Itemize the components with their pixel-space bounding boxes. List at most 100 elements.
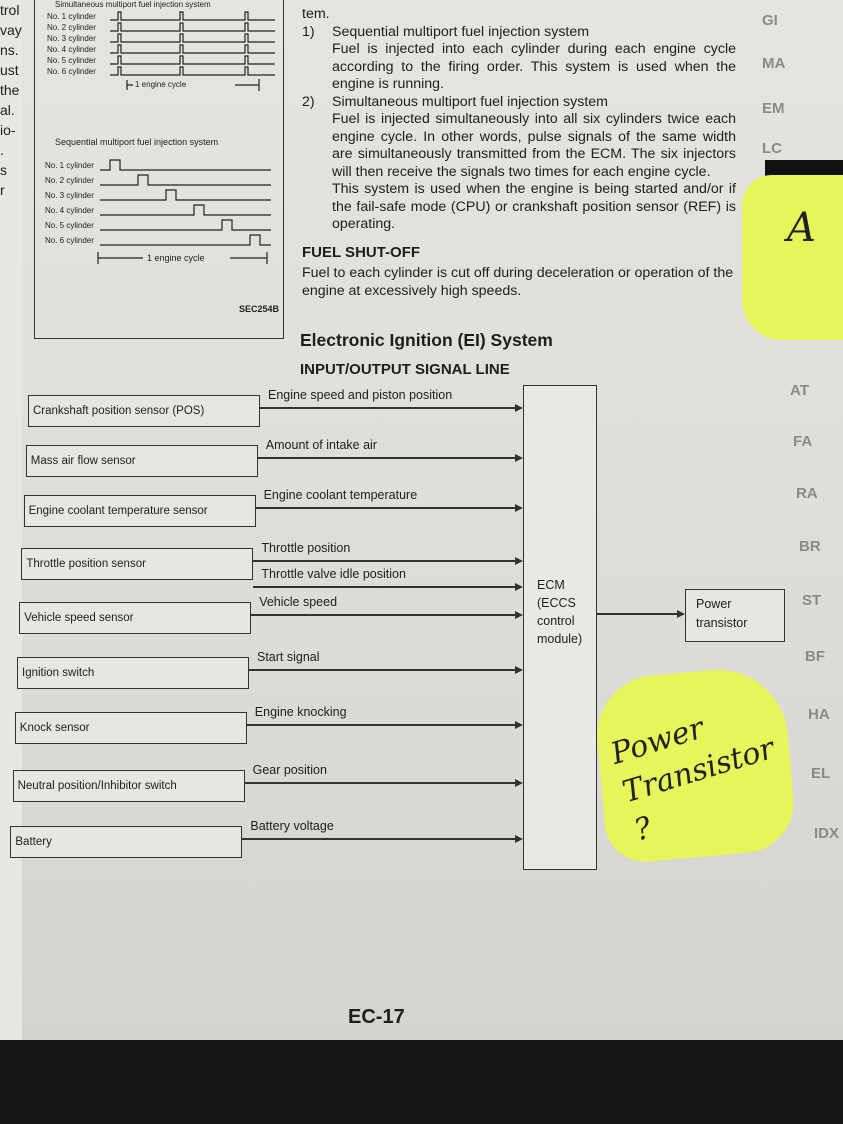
section-tab[interactable]: BF (805, 648, 825, 665)
cylinder-label: No. 5 cylinder (47, 56, 96, 65)
section-tab[interactable]: RA (796, 485, 818, 502)
item-number: 1) (302, 23, 315, 40)
item-body: Fuel is injected into each cylinder duri… (332, 41, 736, 92)
signal-label: Engine speed and piston position (268, 388, 453, 402)
signal-line (242, 838, 515, 840)
margin-fragment: the (0, 82, 20, 98)
margin-fragment: r (0, 182, 5, 198)
section-tab[interactable]: MA (762, 55, 786, 72)
signal-label: Start signal (257, 650, 320, 664)
handwritten-note: A (787, 205, 816, 251)
pulse-timing-diagram (97, 11, 275, 264)
cylinder-label: No. 4 cylinder (47, 45, 96, 54)
sensor-label: Mass air flow sensor (30, 455, 136, 467)
section-tab[interactable]: LC (762, 140, 782, 157)
margin-fragment: ns. (0, 42, 19, 58)
signal-line (253, 560, 515, 562)
cylinder-label: No. 1 cylinder (45, 161, 94, 170)
cylinder-label: No. 6 cylinder (47, 67, 96, 76)
arrow-icon (515, 583, 523, 591)
cylinder-label: No. 3 cylinder (45, 191, 94, 200)
item-number: 2) (302, 93, 315, 110)
section-heading: FUEL SHUT-OFF (302, 243, 421, 261)
sensor-label: Throttle position sensor (26, 558, 146, 570)
signal-line (260, 407, 515, 409)
sensor-box: Knock sensor (14, 712, 247, 744)
item-body: This system is used when the engine is b… (332, 181, 736, 232)
sensor-box: Engine coolant temperature sensor (23, 495, 256, 527)
section-tab[interactable]: HA (808, 706, 830, 723)
item-body: Fuel is injected simultaneously into all… (332, 111, 736, 180)
section-tab[interactable]: FA (793, 433, 813, 450)
sensor-label: Ignition switch (22, 667, 95, 679)
figure-code: SEC254B (238, 304, 279, 314)
sensor-box: Crankshaft position sensor (POS) (28, 395, 260, 427)
sticky-note-bottom: Power Transistor ? (592, 664, 798, 865)
power-transistor-box: Power transistor (685, 589, 785, 642)
signal-line (246, 724, 515, 726)
section-tab[interactable]: EL (811, 765, 831, 782)
signal-line (251, 614, 515, 616)
signal-label: Gear position (252, 763, 327, 777)
item-title: Sequential multiport fuel injection syst… (332, 23, 590, 40)
subsection-title: INPUT/OUTPUT SIGNAL LINE (300, 361, 510, 378)
ecm-label: ECM (ECCS control module) (537, 578, 583, 646)
signal-label: Engine coolant temperature (263, 488, 418, 502)
sensor-box: Battery (10, 826, 243, 858)
sensor-label: Engine coolant temperature sensor (28, 505, 208, 517)
signal-label: Throttle valve idle position (261, 567, 406, 581)
simultaneous-label: Simultaneous multiport fuel injection sy… (55, 0, 211, 9)
signal-line (249, 669, 515, 671)
arrow-icon (515, 779, 523, 787)
cylinder-label: No. 3 cylinder (47, 34, 96, 43)
margin-fragment: . (0, 142, 4, 158)
margin-fragment: vay (0, 22, 22, 38)
section-tab[interactable]: IDX (814, 825, 840, 842)
section-tab[interactable]: GI (762, 12, 778, 29)
cylinder-label: No. 1 cylinder (47, 12, 96, 21)
section-title: Electronic Ignition (EI) System (300, 330, 553, 350)
section-tab[interactable]: ST (802, 592, 822, 609)
section-tab[interactable]: EM (762, 100, 785, 117)
cylinder-label: No. 6 cylinder (45, 236, 94, 245)
signal-line (253, 586, 515, 588)
pulse-lines (97, 11, 275, 264)
ecm-box: ECM (ECCS control module) (523, 385, 597, 870)
arrow-icon (515, 454, 523, 462)
arrow-icon (515, 721, 523, 729)
sensor-box: Throttle position sensor (21, 548, 254, 580)
injection-timing-figure: Simultaneous multiport fuel injection sy… (34, 0, 284, 339)
signal-label: Battery voltage (250, 819, 334, 833)
arrow-icon (515, 557, 523, 565)
dark-background (0, 1040, 843, 1124)
page-number: EC-17 (348, 1006, 405, 1028)
arrow-icon (677, 610, 685, 618)
handwritten-note: Power Transistor ? (606, 710, 779, 849)
margin-fragment: trol (0, 2, 20, 18)
engine-cycle-label: 1 engine cycle (135, 80, 187, 89)
cylinder-label: No. 4 cylinder (45, 206, 94, 215)
margin-fragment: s (0, 162, 7, 178)
item-title: Simultaneous multiport fuel injection sy… (332, 93, 608, 110)
arrow-icon (515, 611, 523, 619)
sensor-label: Knock sensor (19, 722, 90, 734)
sensor-label: Battery (15, 836, 52, 848)
signal-line (255, 507, 515, 509)
arrow-icon (515, 835, 523, 843)
cylinder-label: No. 5 cylinder (45, 221, 94, 230)
engine-cycle-label: 1 engine cycle (147, 253, 205, 263)
signal-label: Amount of intake air (265, 438, 377, 452)
signal-label: Vehicle speed (259, 595, 338, 609)
section-tab[interactable]: BR (799, 538, 821, 555)
margin-fragment: ust (0, 62, 19, 78)
section-tab[interactable]: AT (790, 382, 809, 399)
sensor-box: Ignition switch (17, 657, 249, 689)
injection-text: tem. 1)Sequential multiport fuel injecti… (302, 6, 736, 300)
sensor-box: Neutral position/Inhibitor switch (12, 770, 245, 802)
arrow-icon (515, 404, 523, 412)
signal-label: Engine knocking (254, 705, 347, 719)
sequential-label: Sequential multiport fuel injection syst… (55, 137, 219, 147)
sensor-label: Crankshaft position sensor (POS) (33, 405, 205, 417)
margin-fragment: al. (0, 102, 15, 118)
